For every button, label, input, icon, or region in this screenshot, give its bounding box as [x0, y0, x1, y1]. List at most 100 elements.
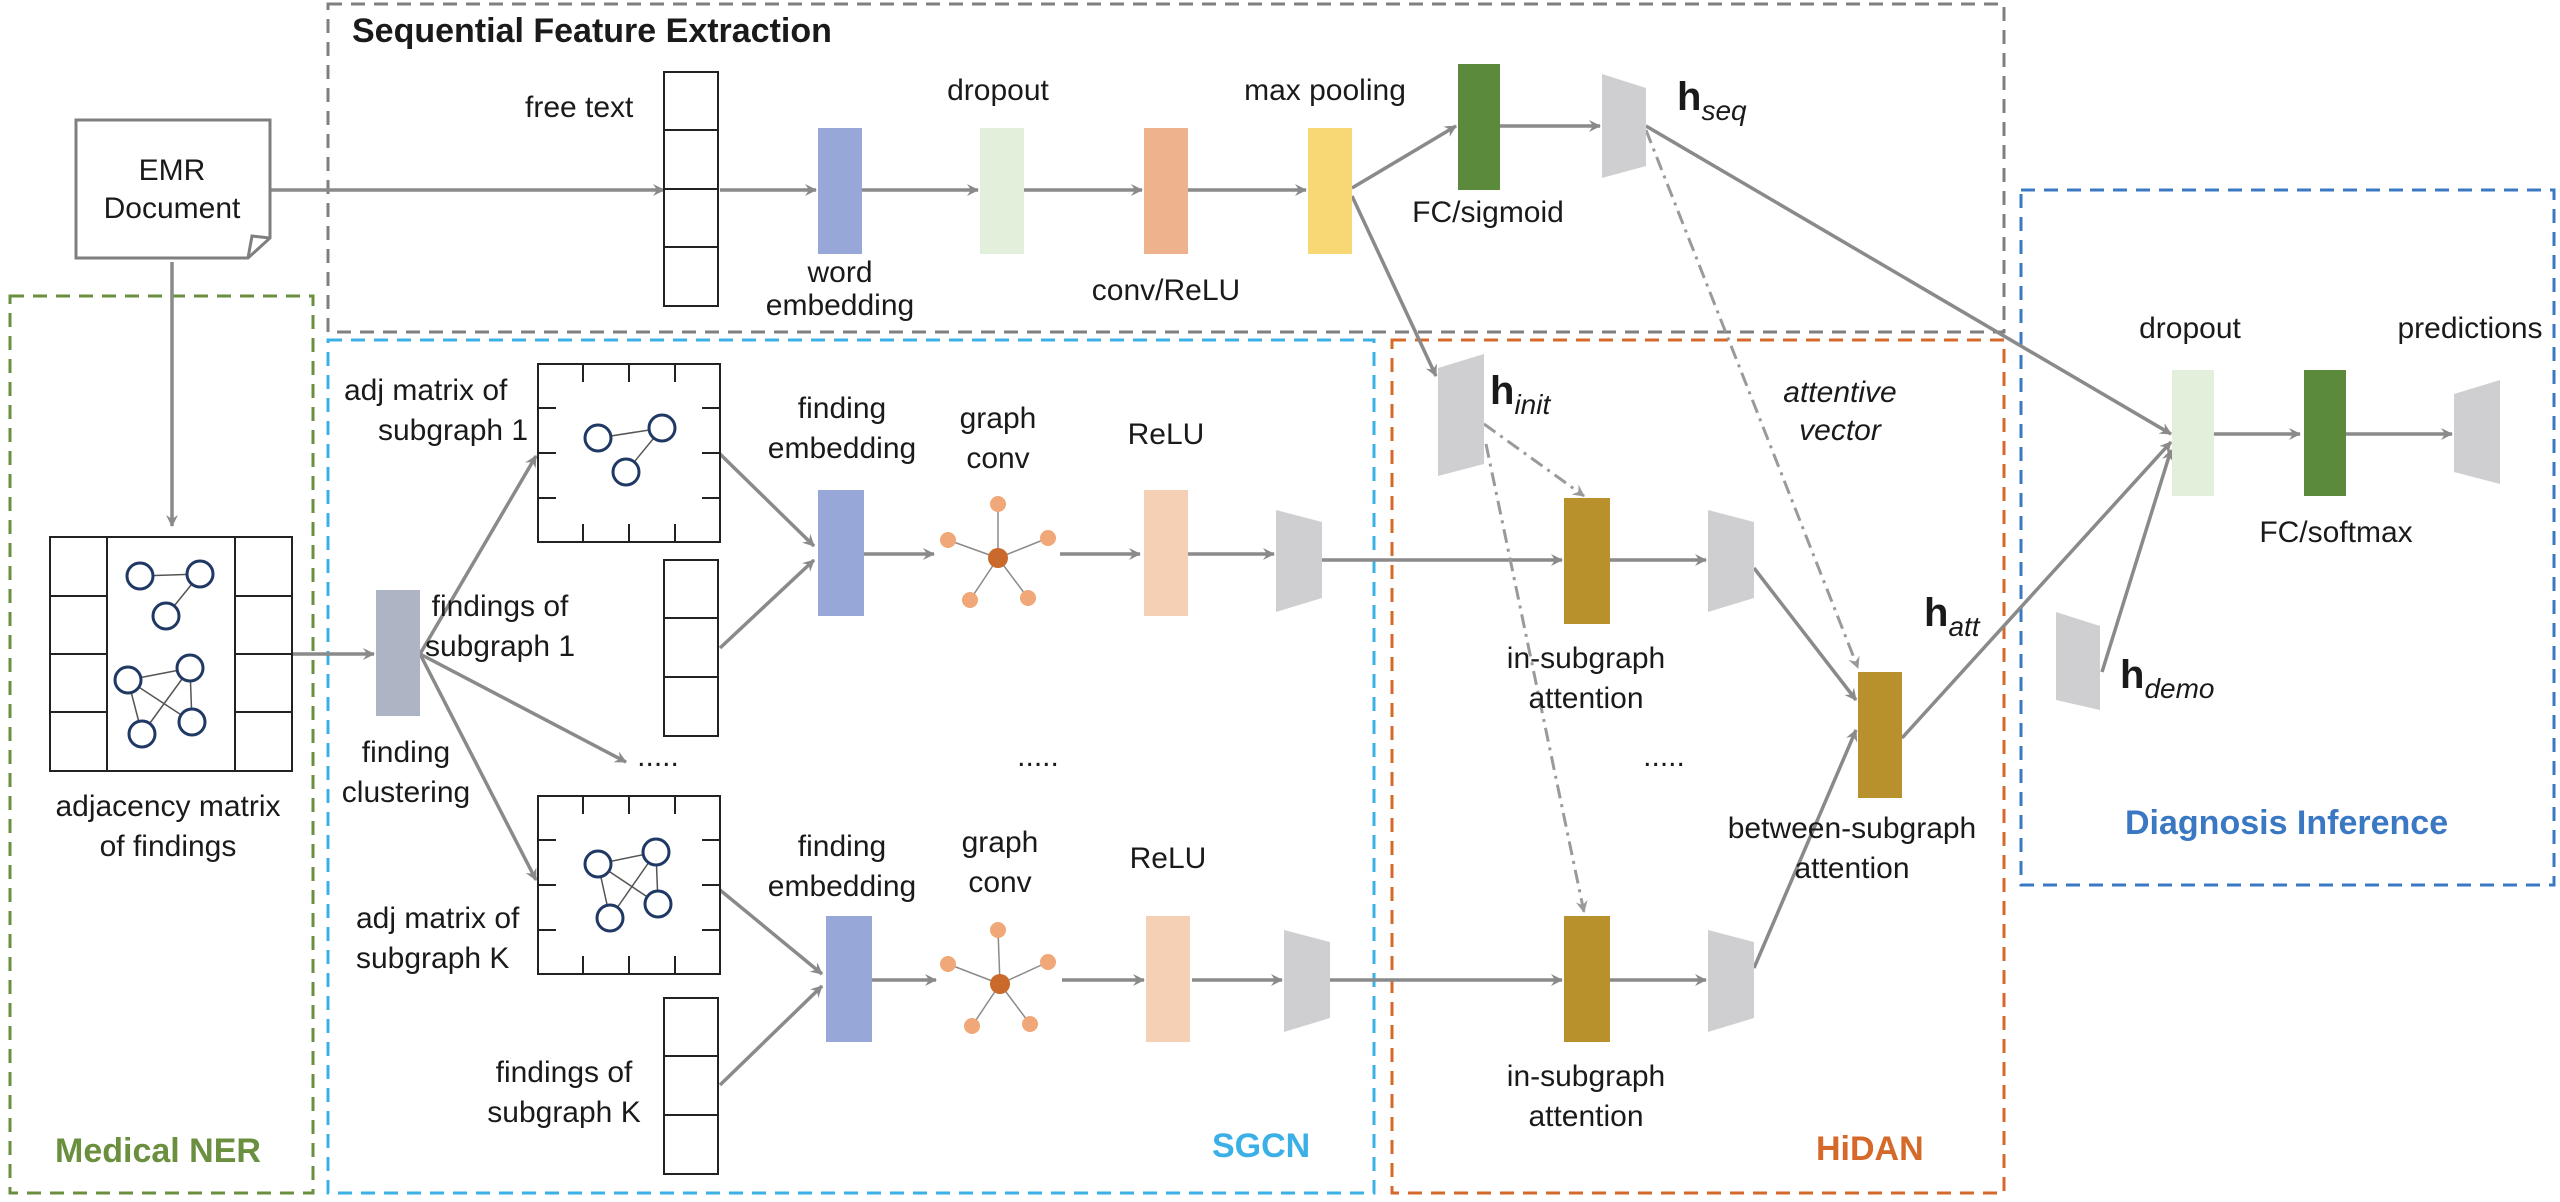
attentive-label: attentive	[1783, 376, 1896, 409]
relu-bot-label: ReLU	[1130, 842, 1207, 875]
relu-top-block	[1144, 490, 1188, 616]
h-init-label: hinit	[1490, 369, 1551, 420]
adj-matrix-subgraph-1	[537, 363, 721, 543]
subgraph-k-output-vector	[1284, 930, 1330, 1032]
h-init-vector	[1438, 354, 1484, 476]
dropout-right-label: dropout	[2139, 312, 2241, 345]
clustering-label: clustering	[342, 776, 470, 809]
graph-conv-bot-label-2: conv	[968, 866, 1031, 899]
adjK-to-finding-embedding-arrow	[718, 888, 824, 976]
max-pooling-block	[1308, 128, 1352, 254]
hinit-to-in-subgraph-top-arrow	[1483, 422, 1585, 498]
medical-ner-box	[8, 294, 315, 1195]
in-subgraph-top-label-1: in-subgraph	[1507, 642, 1665, 675]
between-subgraph-label-2: attention	[1794, 852, 1909, 885]
conv-relu-block	[1144, 128, 1188, 254]
graph-conv-bot-label-1: graph	[962, 826, 1039, 859]
adj-matrix-1-label: adj matrix of	[344, 374, 508, 407]
hinit-to-in-subgraph-bot-arrow	[1484, 443, 1588, 913]
findings1-to-finding-embedding-arrow	[718, 558, 816, 650]
hseq-to-dropout-arrow	[1645, 124, 2172, 436]
finding-embedding-bot-label-1: finding	[798, 830, 886, 863]
finding-embedding-top-block	[818, 490, 864, 616]
emr-document: EMR Document	[74, 118, 272, 260]
h-seq-vector	[1602, 74, 1646, 178]
in-subgraph-top-label-2: attention	[1528, 682, 1643, 715]
sgcn-box	[326, 338, 1376, 1195]
finding-embedding-top-label-2: embedding	[768, 432, 916, 465]
free-text-label: free text	[525, 91, 634, 124]
vector-label: vector	[1799, 414, 1882, 447]
fc-softmax-block	[2304, 370, 2346, 496]
free-text-sequence	[663, 71, 719, 307]
max-pooling-to-hinit-arrow	[1350, 195, 1438, 377]
graph-conv-top-icon	[940, 496, 1056, 608]
findings-subgraph-1-label: subgraph 1	[425, 630, 575, 663]
h-demo-label: hdemo	[2120, 653, 2214, 704]
adj-matrix-k-label: adj matrix of	[356, 902, 520, 935]
in-subgraph-bot-label-2: attention	[1528, 1100, 1643, 1133]
in-subgraph-bot-label-1: in-subgraph	[1507, 1060, 1665, 1093]
relu-top-label: ReLU	[1128, 418, 1205, 451]
of-findings-label: of findings	[100, 830, 237, 863]
adj1-to-finding-embedding-arrow	[718, 452, 816, 548]
attention-dashdot-arrows	[1483, 129, 1860, 913]
diagnosis-inference-title: Diagnosis Inference	[2125, 804, 2448, 842]
finding-label: finding	[362, 736, 450, 769]
clustering-to-adj1-arrow	[418, 455, 538, 655]
clustering-to-adjK-arrow	[418, 653, 538, 881]
diagnosis-inference-box	[2019, 188, 2556, 887]
subgraph-dots-1: .....	[637, 740, 679, 773]
finding-embedding-top-label-1: finding	[798, 392, 886, 425]
in-subgraph-attention-bot-block	[1564, 916, 1610, 1042]
hatt-to-dropout-arrow	[1900, 440, 2173, 740]
connection-arrows	[166, 120, 2453, 1087]
emr-label: EMR	[139, 154, 206, 187]
vector-bot-to-between-arrow	[1752, 729, 1858, 969]
finding-clustering-block	[376, 590, 420, 716]
in-subgraph-bot-output-vector	[1708, 930, 1754, 1032]
graph-conv-bot-icon	[940, 922, 1056, 1034]
graph-conv-top-label-2: conv	[966, 442, 1029, 475]
finding-embedding-bot-block	[826, 916, 872, 1042]
medical-ner-title: Medical NER	[55, 1132, 261, 1170]
sequential-feature-extraction-title: Sequential Feature Extraction	[352, 12, 832, 50]
predictions-label: predictions	[2397, 312, 2542, 345]
relu-bot-block	[1146, 916, 1190, 1042]
between-subgraph-label-1: between-subgraph	[1728, 812, 1977, 845]
predictions-vector	[2454, 380, 2500, 484]
findings-1-label: findings of	[432, 590, 569, 623]
fc-softmax-label: FC/softmax	[2259, 516, 2412, 549]
adjacency-matrix-label: adjacency matrix	[55, 790, 280, 823]
word-embedding-block	[818, 128, 862, 254]
dropout-block	[980, 128, 1024, 254]
word-label: word	[806, 256, 872, 289]
conv-relu-label: conv/ReLU	[1092, 274, 1240, 307]
findings-k-label: findings of	[496, 1056, 633, 1089]
attentive-vector-arrow	[1644, 129, 1860, 669]
finding-graph-nodes	[113, 559, 215, 749]
final-dropout-block	[2172, 370, 2214, 496]
in-subgraph-top-output-vector	[1708, 510, 1754, 612]
vector-top-to-between-arrow	[1752, 566, 1858, 702]
subgraph-dots-3: .....	[1643, 740, 1685, 773]
fc-sigmoid-block	[1458, 64, 1500, 190]
h-att-label: hatt	[1924, 591, 1981, 642]
dropout-label: dropout	[947, 74, 1049, 107]
graph-conv-top-label-1: graph	[960, 402, 1037, 435]
max-pooling-to-fc-arrow	[1351, 124, 1457, 190]
adjacency-matrix-of-findings	[49, 536, 293, 772]
adj-matrix-subgraph-k	[537, 795, 721, 975]
hdemo-to-dropout-arrow	[2100, 449, 2174, 673]
hidan-title: HiDAN	[1816, 1130, 1924, 1168]
finding-embedding-bot-label-2: embedding	[768, 870, 916, 903]
between-subgraph-attention-block	[1858, 672, 1902, 798]
emr-document-label: Document	[104, 192, 241, 225]
max-pooling-label: max pooling	[1244, 74, 1406, 107]
in-subgraph-attention-top-block	[1564, 498, 1610, 624]
subgraph-1-output-vector	[1276, 510, 1322, 612]
subgraph-1-label: subgraph 1	[378, 414, 528, 447]
findingsK-to-finding-embedding-arrow	[718, 984, 824, 1087]
findings-subgraph-k-label: subgraph K	[487, 1096, 640, 1129]
